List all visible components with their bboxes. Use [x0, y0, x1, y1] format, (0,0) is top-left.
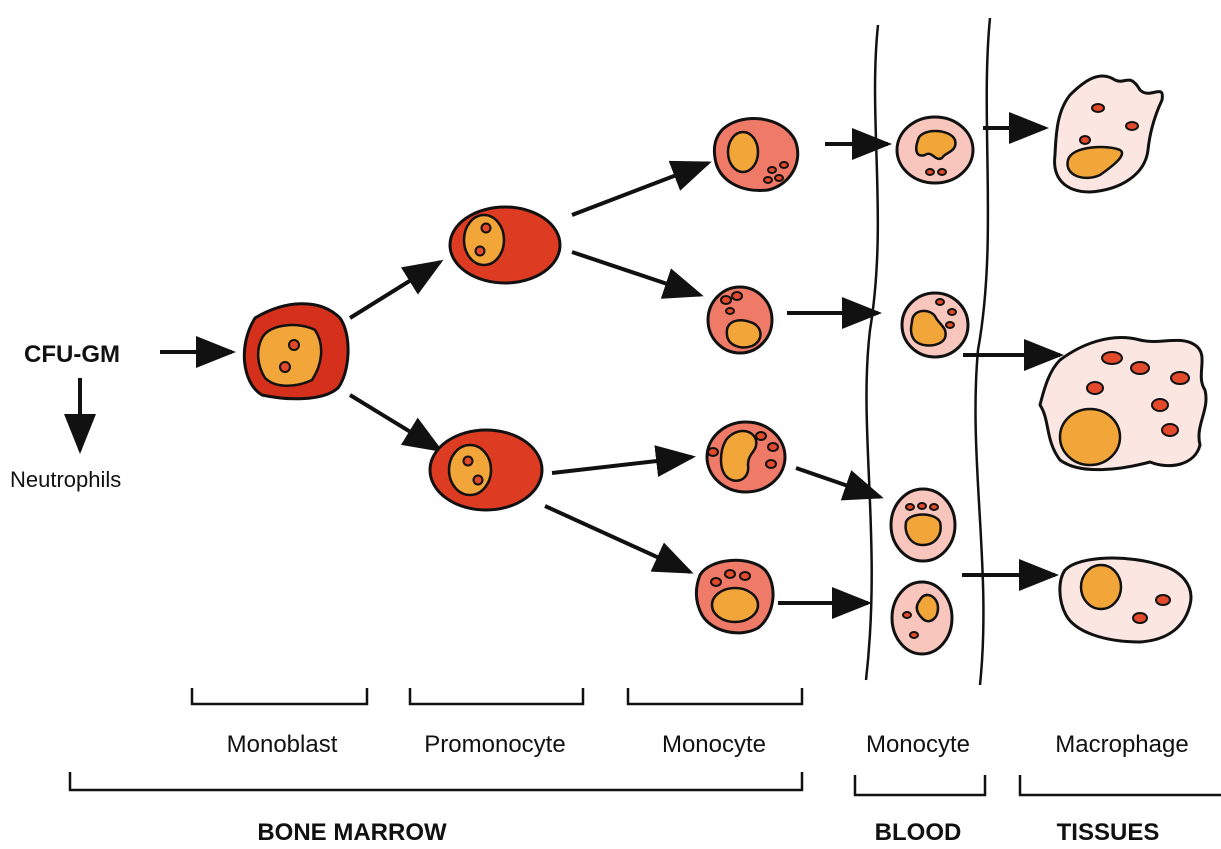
- promonocyte-cell: [450, 207, 560, 283]
- blood-bracket: [855, 775, 985, 795]
- granule: [732, 292, 742, 300]
- macrophage-cell: [1060, 558, 1191, 642]
- granule: [903, 612, 911, 618]
- granule: [1131, 362, 1149, 374]
- arrow-promonocyte-to-monocyte-3: [552, 457, 692, 473]
- granule: [1087, 382, 1103, 394]
- granule: [725, 570, 735, 578]
- granule: [1171, 372, 1189, 384]
- monoblast-nucleolus: [289, 340, 299, 350]
- stage-label-monoblast: Monoblast: [227, 731, 338, 758]
- promonocyte-bracket: [410, 688, 583, 704]
- cfu-gm-label: CFU-GM: [24, 341, 120, 368]
- blood-monocyte-cell: [897, 117, 973, 183]
- granule: [756, 432, 766, 440]
- granule: [1133, 613, 1147, 623]
- arrow-promonocyte-to-monocyte-2: [572, 252, 700, 295]
- compartment-label-blood: BLOOD: [875, 819, 962, 846]
- granule: [1092, 104, 1104, 112]
- granule: [768, 167, 776, 173]
- monocyte-nucleus: [727, 320, 761, 347]
- granule: [1102, 352, 1122, 364]
- promonocyte-nucleolus: [476, 247, 485, 256]
- macrophage-cell: [1055, 76, 1163, 192]
- monocyte-nucleus: [712, 588, 758, 622]
- arrow-monocyte-to-blood-3: [796, 468, 880, 497]
- blood-vessel-wall-left: [866, 25, 878, 680]
- granule: [711, 578, 721, 586]
- stage-label-promonocyte: Promonocyte: [424, 731, 565, 758]
- granule: [926, 169, 934, 175]
- marrow-monocyte-cell: [708, 287, 772, 353]
- stage-label-monocyte-blood: Monocyte: [866, 731, 970, 758]
- marrow-monocyte-cell: [714, 119, 797, 191]
- granule: [946, 322, 954, 328]
- granule: [938, 169, 946, 175]
- promonocyte-nucleus: [464, 215, 504, 265]
- granule: [1156, 595, 1170, 605]
- stage-label-monocyte-marrow: Monocyte: [662, 731, 766, 758]
- granule: [768, 443, 778, 451]
- monoblast-nucleolus: [280, 362, 290, 372]
- monoblast-nucleus: [258, 325, 321, 386]
- granule: [766, 460, 776, 468]
- granule: [936, 299, 944, 305]
- macrophage-body: [1055, 76, 1163, 192]
- granule: [708, 448, 718, 456]
- blood-vessel-wall-right: [975, 18, 990, 685]
- granule: [1162, 424, 1178, 436]
- granule: [930, 504, 938, 510]
- granule: [906, 504, 914, 510]
- granule: [948, 309, 956, 315]
- macrophage-nucleus: [1060, 409, 1120, 465]
- macrophage-body: [1060, 558, 1191, 642]
- granule: [740, 572, 750, 580]
- promonocyte-nucleolus: [482, 224, 491, 233]
- monocyte-nucleus: [728, 132, 758, 172]
- granule: [1152, 399, 1168, 411]
- granule: [1080, 136, 1090, 144]
- monocyte-marrow-bracket: [628, 688, 802, 704]
- granule: [910, 632, 918, 638]
- promonocyte-nucleolus: [464, 457, 473, 466]
- bone-marrow-bracket: [70, 772, 802, 790]
- monoblast-cell: [244, 304, 348, 399]
- macrophage-cell: [1040, 338, 1206, 470]
- blood-monocyte-cell: [902, 293, 968, 357]
- marrow-monocyte-cell: [696, 560, 773, 633]
- compartment-label-tissues: TISSUES: [1057, 819, 1160, 846]
- arrow-monoblast-to-promonocyte-upper: [350, 262, 440, 318]
- granule: [780, 162, 788, 168]
- granule: [1126, 122, 1138, 130]
- stage-label-macrophage: Macrophage: [1055, 731, 1188, 758]
- granule: [775, 175, 783, 181]
- macrophage-nucleus: [1081, 565, 1121, 609]
- marrow-monocyte-cell: [707, 422, 785, 492]
- arrow-promonocyte-to-monocyte-1: [572, 163, 708, 215]
- blood-monocyte-cell: [891, 489, 955, 561]
- monocyte-nucleus: [906, 515, 941, 546]
- granule: [918, 503, 926, 509]
- promonocyte-cell: [430, 430, 542, 510]
- compartment-label-bone-marrow: BONE MARROW: [257, 819, 447, 846]
- promonocyte-nucleolus: [474, 476, 483, 485]
- arrow-monoblast-to-promonocyte-lower: [350, 395, 440, 450]
- granule: [726, 308, 734, 314]
- tissues-bracket: [1020, 775, 1221, 795]
- arrow-promonocyte-to-monocyte-4: [545, 506, 690, 572]
- granule: [721, 296, 731, 304]
- granule: [764, 177, 772, 183]
- monoblast-bracket: [192, 688, 367, 704]
- promonocyte-nucleus: [449, 445, 491, 495]
- neutrophils-label: Neutrophils: [10, 467, 121, 492]
- monocyte-nucleus: [917, 595, 938, 621]
- blood-monocyte-cell: [892, 582, 952, 654]
